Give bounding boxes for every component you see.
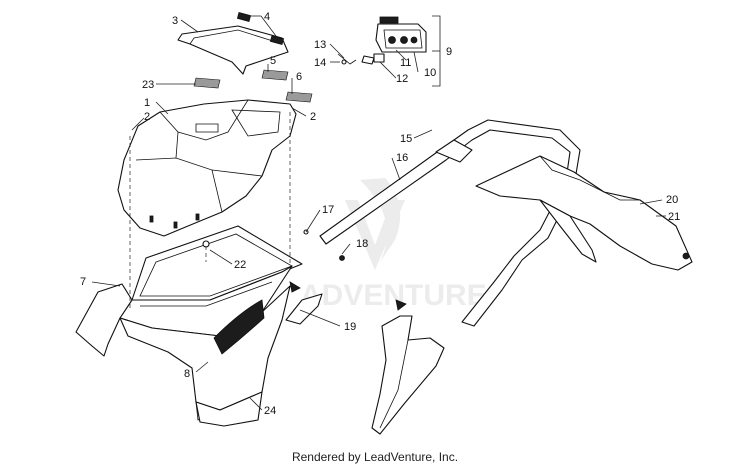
render-credit: Rendered by LeadVenture, Inc.: [291, 450, 459, 464]
watermark-text: ADVENTURE: [300, 279, 487, 312]
part-mounting-pads: [193, 69, 313, 103]
callout-19: 19: [344, 321, 356, 333]
leader-lines: [91, 15, 666, 411]
part-taillight-assembly: [337, 16, 427, 65]
part-bracket-plate: [177, 12, 289, 75]
callout-1: 1: [144, 97, 150, 109]
callout-4: 4: [264, 11, 270, 23]
callout-5: 5: [270, 55, 276, 67]
callout-17: 17: [322, 204, 334, 216]
callout-3: 3: [172, 15, 178, 27]
part-rear-hood: [117, 99, 297, 237]
part-grab-bar: [303, 119, 581, 327]
callout-24: 24: [264, 405, 276, 417]
callout-labels: 3 4 13 14 9 11 10 12 23 1 2 5 6 2 15 16 …: [80, 11, 680, 417]
part-side-panels: [75, 283, 291, 427]
alignment-lines: [129, 112, 291, 310]
callout-2-left: 2: [144, 111, 150, 123]
part-rear-fender: [475, 155, 693, 271]
callout-12: 12: [396, 73, 408, 85]
callout-8: 8: [184, 368, 190, 380]
callout-13: 13: [314, 39, 326, 51]
callout-18: 18: [356, 238, 368, 250]
callout-10: 10: [424, 67, 436, 79]
callout-2-right: 2: [310, 111, 316, 123]
callout-7: 7: [80, 276, 86, 288]
callout-14: 14: [314, 57, 326, 69]
callout-11: 11: [400, 57, 411, 69]
callout-16: 16: [396, 152, 408, 164]
callout-9: 9: [446, 46, 452, 58]
callout-6: 6: [296, 71, 302, 83]
callout-22: 22: [234, 259, 246, 271]
part-lower-trim: [285, 281, 445, 435]
watermark-logo: ADVENTURE: [300, 178, 487, 312]
callout-21: 21: [668, 211, 680, 223]
callout-20: 20: [666, 194, 678, 206]
callout-23: 23: [142, 79, 154, 91]
callout-15: 15: [400, 133, 412, 145]
